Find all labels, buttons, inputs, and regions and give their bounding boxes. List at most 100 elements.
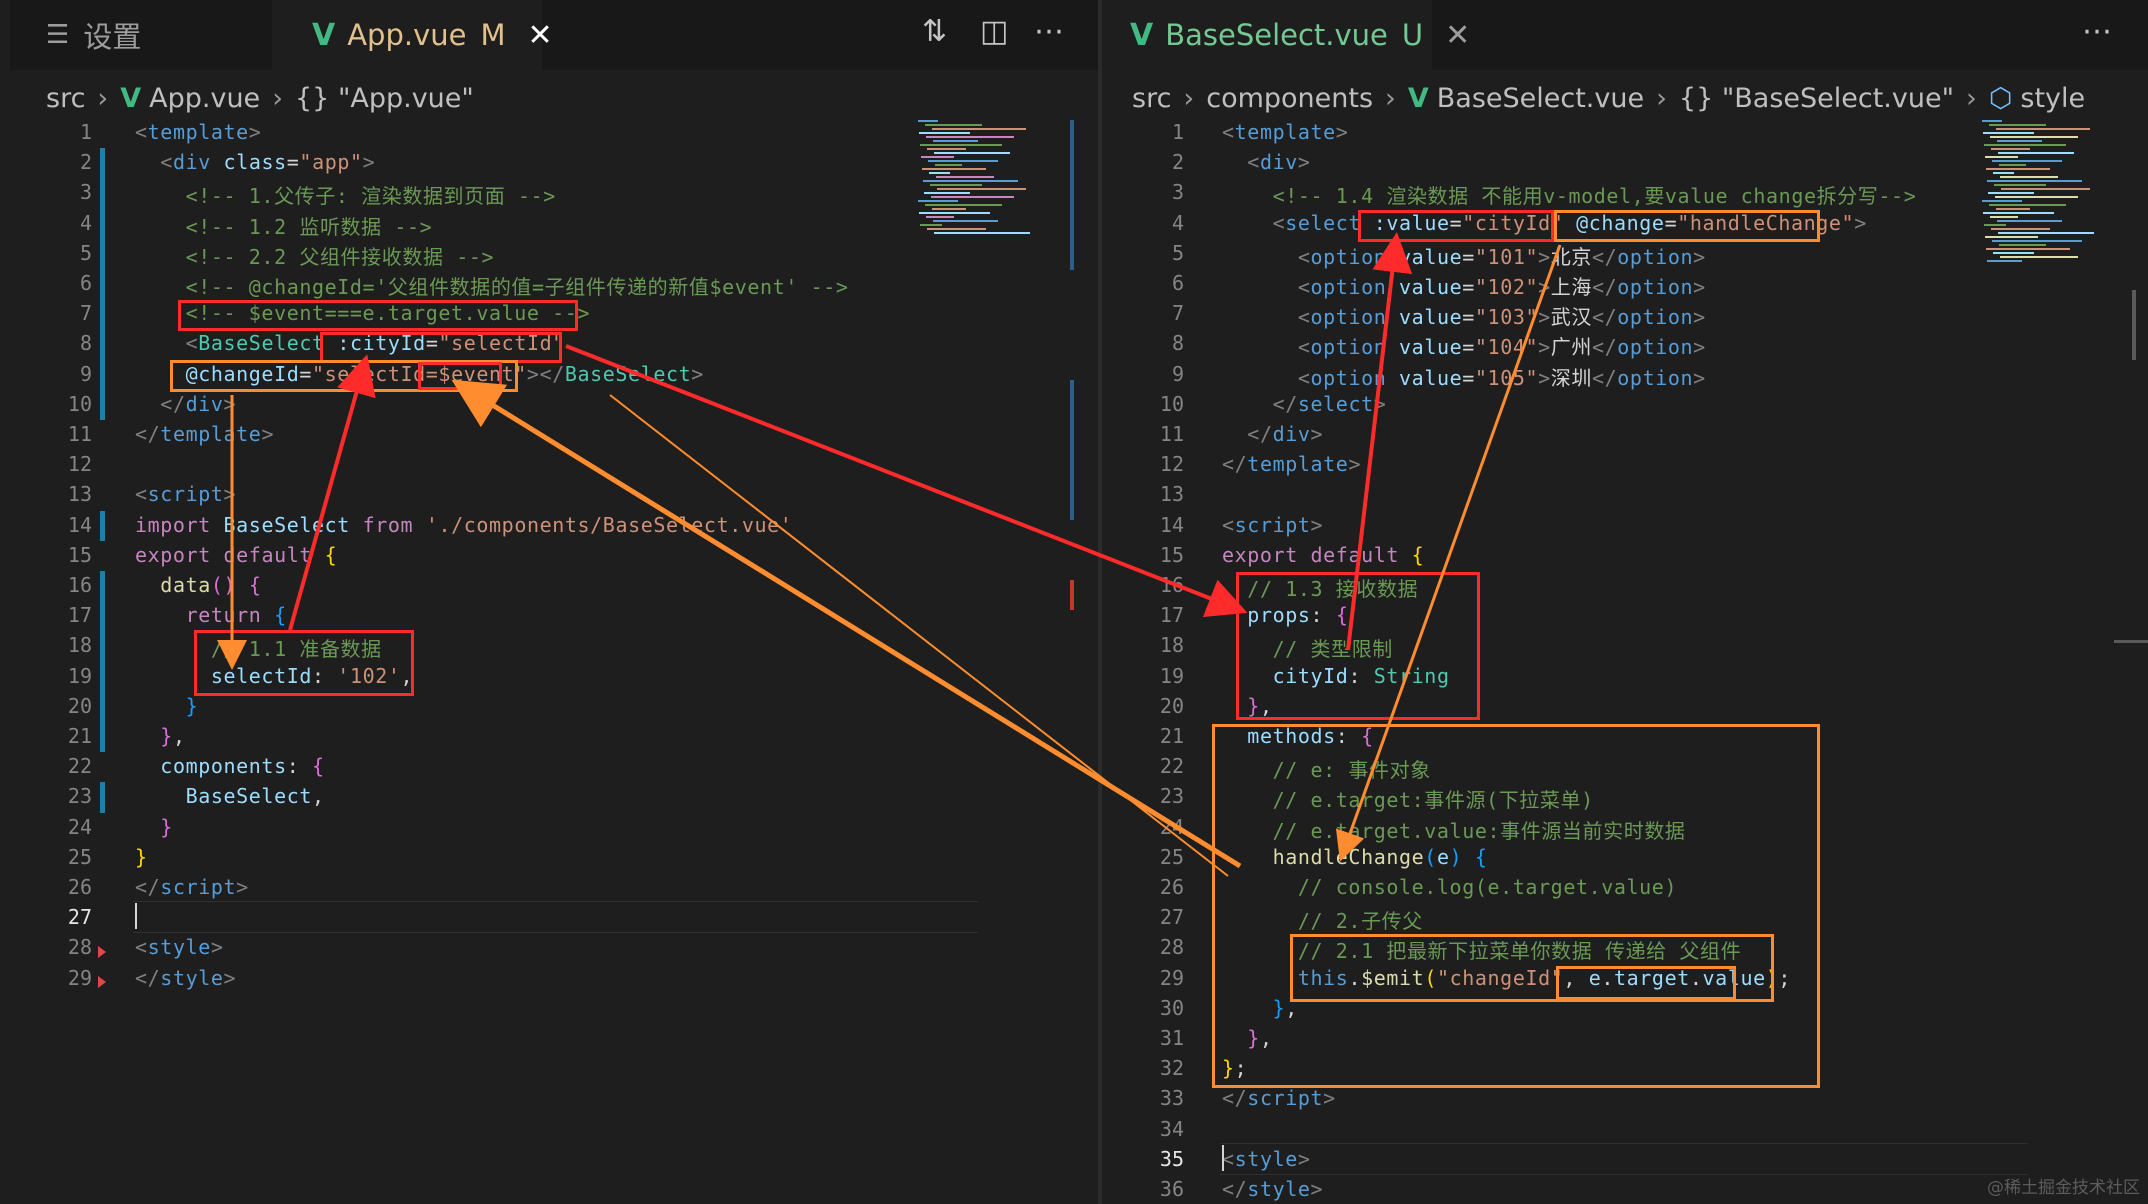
more-icon[interactable]: ⋯	[1034, 14, 1064, 49]
code-line[interactable]: components: {	[135, 754, 325, 778]
code-line[interactable]: export default {	[1222, 543, 1424, 567]
breadcrumb-item[interactable]: BaseSelect.vue	[1436, 82, 1645, 114]
git-change-marker[interactable]	[100, 510, 105, 541]
line-number[interactable]: 14	[67, 512, 92, 537]
line-number[interactable]: 2	[1171, 150, 1184, 175]
line-number[interactable]: 36	[1159, 1177, 1184, 1201]
code-line[interactable]: };	[1222, 1056, 1247, 1080]
code-line[interactable]: },	[1222, 1026, 1273, 1050]
line-number[interactable]: 35	[1159, 1146, 1184, 1171]
line-number[interactable]: 30	[1159, 995, 1184, 1020]
line-number[interactable]: 7	[1171, 301, 1184, 326]
git-change-marker[interactable]	[100, 148, 105, 420]
code-line[interactable]: <BaseSelect :cityId="selectId"	[135, 331, 565, 355]
line-number[interactable]: 6	[1171, 271, 1184, 295]
code-line[interactable]: // e.target:事件源(下拉菜单)	[1222, 784, 1594, 813]
code-line[interactable]: methods: {	[1222, 724, 1374, 748]
code-line[interactable]: },	[1222, 996, 1298, 1020]
code-line[interactable]: }	[135, 694, 198, 718]
line-number[interactable]: 22	[67, 754, 92, 779]
code-line[interactable]: </script>	[135, 875, 249, 899]
line-number[interactable]: 11	[1159, 422, 1184, 446]
line-number[interactable]: 26	[1159, 875, 1184, 899]
code-line[interactable]: </style>	[135, 966, 236, 990]
minimap[interactable]	[1982, 120, 2112, 262]
code-line[interactable]: <style>	[1222, 1147, 1311, 1171]
line-number[interactable]: 1	[79, 120, 92, 144]
breadcrumb-item[interactable]: components	[1206, 82, 1374, 114]
code-line[interactable]: import BaseSelect from './components/Bas…	[135, 513, 792, 537]
code-line[interactable]: selectId: '102',	[135, 664, 413, 688]
code-line[interactable]: <div>	[1222, 150, 1311, 174]
tab-app-vue[interactable]: V App.vue M ✕	[272, 0, 553, 70]
code-line[interactable]: handleChange(e) {	[1222, 845, 1488, 869]
line-number[interactable]: 19	[67, 663, 92, 688]
code-line[interactable]: // e: 事件对象	[1222, 754, 1431, 783]
code-line[interactable]: <div class="app">	[135, 150, 375, 174]
line-number[interactable]: 8	[79, 331, 92, 356]
code-line[interactable]: <!-- 1.2 监听数据 -->	[135, 211, 432, 240]
line-number[interactable]: 1	[1171, 120, 1184, 144]
code-line[interactable]: // 2.1 把最新下拉菜单你数据 传递给 父组件	[1222, 935, 1741, 964]
line-number[interactable]: 15	[1159, 542, 1184, 567]
scrollbar-thumb[interactable]	[1070, 120, 1074, 270]
code-line[interactable]: </div>	[135, 392, 236, 416]
line-number[interactable]: 5	[1171, 240, 1184, 265]
scrollbar-thumb[interactable]	[2132, 290, 2136, 360]
line-number[interactable]: 12	[67, 452, 92, 477]
code-line[interactable]: <option value="105">深圳</option>	[1222, 362, 1706, 391]
code-line[interactable]: cityId: String	[1222, 664, 1450, 688]
code-line[interactable]: <template>	[1222, 120, 1348, 144]
line-number[interactable]: 23	[1159, 784, 1184, 809]
code-line[interactable]: },	[135, 724, 186, 748]
code-line[interactable]: data() {	[135, 573, 261, 597]
line-number[interactable]: 29	[67, 965, 92, 990]
code-line[interactable]: <script>	[1222, 513, 1323, 537]
line-number[interactable]: 16	[1159, 573, 1184, 597]
breadcrumb-item[interactable]: src	[46, 82, 86, 114]
code-line[interactable]: <template>	[135, 120, 261, 144]
line-number[interactable]: 21	[1159, 724, 1184, 748]
line-number[interactable]: 22	[1159, 754, 1184, 779]
line-number[interactable]: 25	[67, 844, 92, 869]
line-number[interactable]: 4	[1171, 210, 1184, 235]
breadcrumb-item[interactable]: src	[1132, 82, 1172, 114]
compare-changes-icon[interactable]: ⇅	[922, 14, 948, 49]
line-number[interactable]: 9	[1171, 361, 1184, 386]
code-line[interactable]: <script>	[135, 482, 236, 506]
code-line[interactable]: @changeId="selectId=$event"></BaseSelect…	[135, 362, 704, 386]
line-number[interactable]: 18	[67, 633, 92, 658]
line-number[interactable]: 20	[67, 693, 92, 718]
code-line[interactable]: <style>	[135, 935, 224, 959]
code-line[interactable]: // 1.3 接收数据	[1222, 573, 1418, 602]
code-line[interactable]: </div>	[1222, 422, 1323, 446]
code-line[interactable]: </template>	[1222, 452, 1361, 476]
line-number[interactable]: 13	[67, 482, 92, 507]
line-number[interactable]: 19	[1159, 663, 1184, 688]
code-line[interactable]: // console.log(e.target.value)	[1222, 875, 1677, 899]
tab-baseselect-vue[interactable]: V BaseSelect.vue U ✕	[1102, 0, 1470, 70]
code-line[interactable]: <!-- 2.2 父组件接收数据 -->	[135, 241, 494, 270]
code-line[interactable]: // e.target.value:事件源当前实时数据	[1222, 815, 1686, 844]
line-number[interactable]: 24	[1159, 814, 1184, 839]
line-number[interactable]: 28	[1159, 935, 1184, 960]
code-line[interactable]: <option value="101">北京</option>	[1222, 241, 1706, 270]
code-line[interactable]: }	[135, 815, 173, 839]
line-number[interactable]: 29	[1159, 965, 1184, 990]
line-number[interactable]: 3	[79, 180, 92, 205]
line-number[interactable]: 32	[1159, 1056, 1184, 1081]
line-number[interactable]: 18	[1159, 633, 1184, 658]
line-number[interactable]: 23	[67, 784, 92, 809]
git-change-marker[interactable]	[100, 782, 105, 813]
code-line[interactable]: return {	[135, 603, 287, 627]
line-number[interactable]: 25	[1159, 844, 1184, 869]
line-number[interactable]: 6	[79, 271, 92, 295]
close-icon[interactable]: ✕	[527, 17, 553, 53]
code-line[interactable]: <select :value="cityId" @change="handleC…	[1222, 211, 1867, 235]
line-number[interactable]: 24	[67, 814, 92, 839]
more-icon[interactable]: ⋯	[2082, 14, 2112, 49]
line-number[interactable]: 17	[67, 603, 92, 628]
line-number[interactable]: 10	[67, 391, 92, 416]
line-number[interactable]: 9	[79, 361, 92, 386]
code-line[interactable]: },	[1222, 694, 1273, 718]
